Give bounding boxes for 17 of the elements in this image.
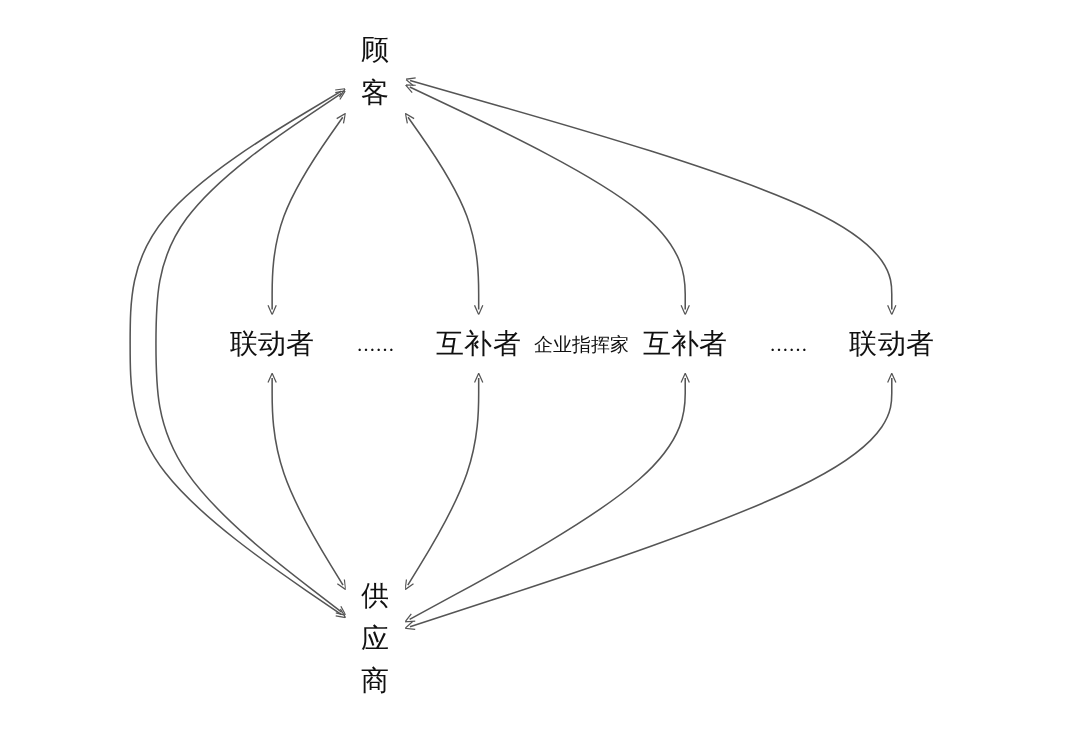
arrow bbox=[404, 372, 897, 630]
arrow bbox=[404, 112, 484, 316]
ellipsis-text: …… bbox=[769, 331, 808, 357]
node-text: 顾客 bbox=[361, 33, 390, 109]
node-text: 联动者 bbox=[849, 327, 935, 360]
node-text: 供应商 bbox=[361, 579, 390, 697]
arrow bbox=[404, 84, 690, 316]
arrow bbox=[267, 372, 347, 591]
center-label: 企业指挥家 bbox=[534, 331, 630, 357]
arrow bbox=[405, 77, 897, 316]
arrow bbox=[267, 112, 347, 316]
node-text: 互补者 bbox=[642, 327, 728, 360]
node-text: 联动者 bbox=[229, 327, 315, 360]
ellipsis-text: …… bbox=[356, 331, 395, 357]
node-text: 互补者 bbox=[436, 327, 522, 360]
arrow bbox=[404, 372, 690, 623]
arrow bbox=[404, 372, 484, 591]
